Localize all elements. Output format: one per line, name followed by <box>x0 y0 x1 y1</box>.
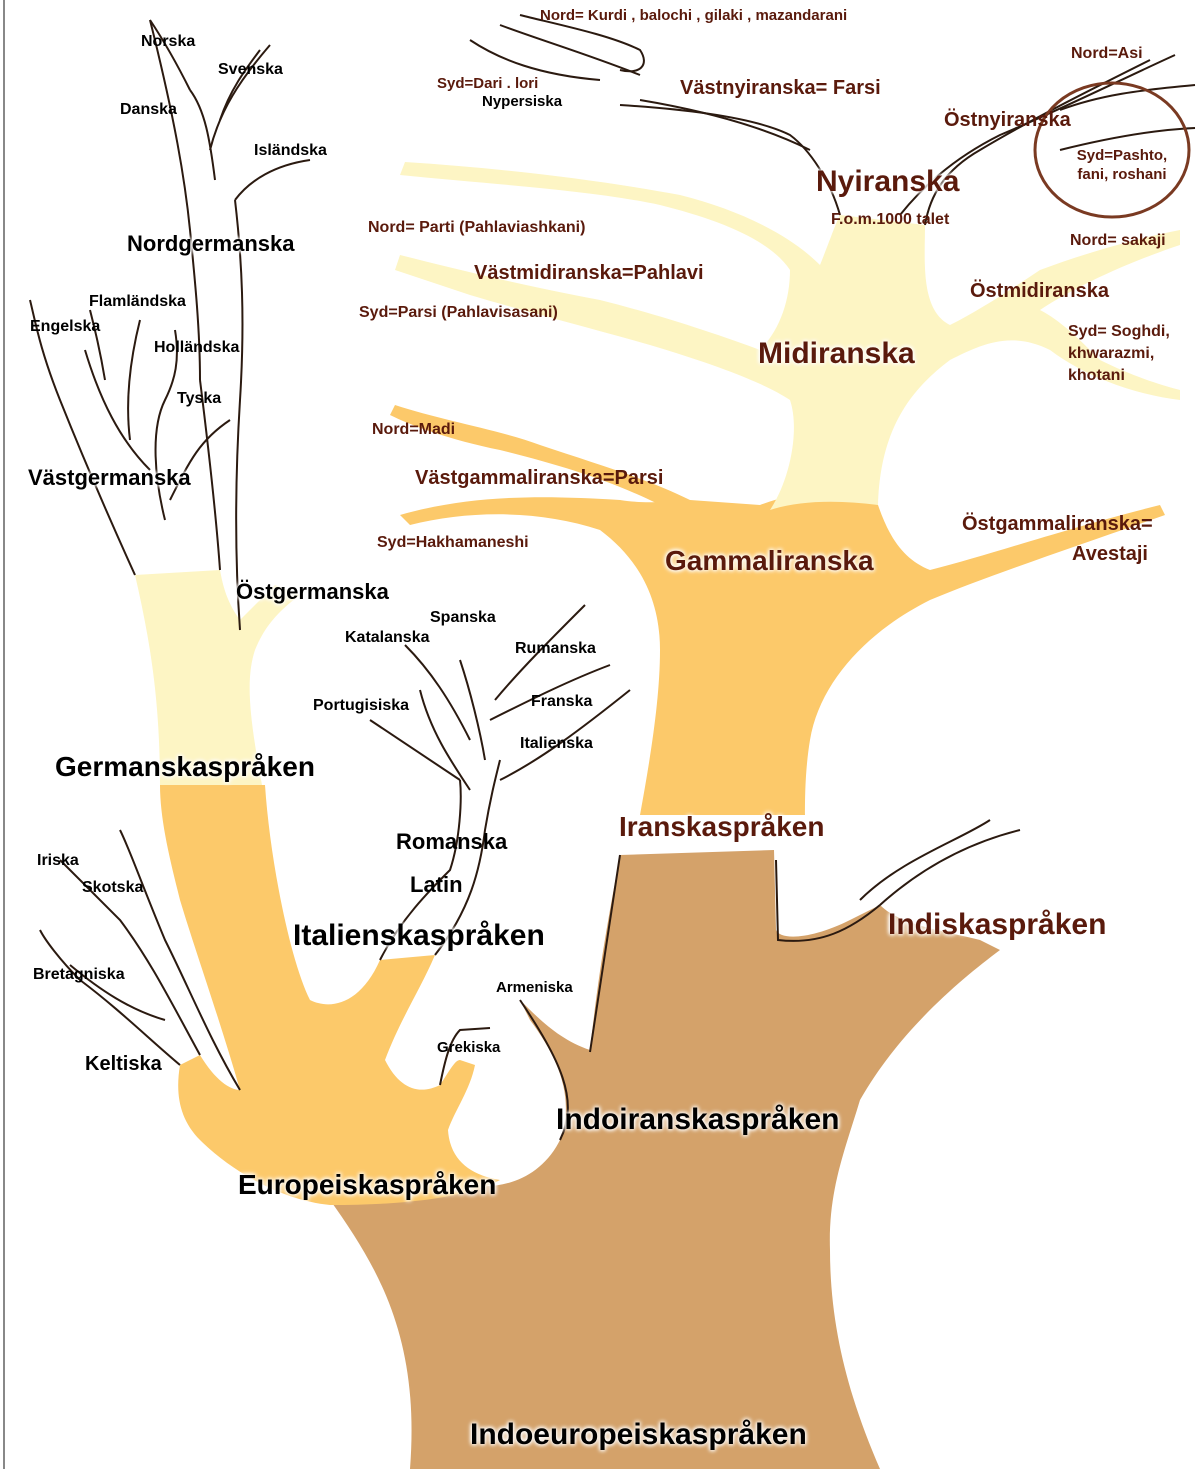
label-breton: Bretagniska <box>33 966 125 984</box>
label-south-pashto-1: Syd=Pashto, <box>1060 148 1184 165</box>
label-romanian: Rumanska <box>515 640 596 658</box>
label-scottish: Skotska <box>82 879 143 897</box>
label-east-old-iranian-2: Avestaji <box>1072 543 1148 565</box>
label-english: Engelska <box>30 318 100 336</box>
label-french: Franska <box>531 693 592 711</box>
label-old-iranian: Gammaliranska <box>665 546 874 577</box>
label-germanic: Germanskaspråken <box>55 752 315 783</box>
label-east-germanic: Östgermanska <box>236 580 389 604</box>
label-italian: Italienska <box>520 735 593 753</box>
label-south-soghdi-2: khwarazmi, <box>1068 345 1154 363</box>
label-north-sakaji: Nord= sakaji <box>1070 232 1166 250</box>
label-from-1000: F.o.m.1000 talet <box>831 211 949 229</box>
label-indoiranian: Indoiranskaspråken <box>556 1103 839 1136</box>
label-latin: Latin <box>410 873 463 897</box>
romance-branches <box>370 605 630 960</box>
label-south-pashto-2: fani, roshani <box>1060 167 1184 184</box>
label-north-kurdi: Nord= Kurdi , balochi , gilaki , mazanda… <box>540 8 847 25</box>
label-north-germanic: Nordgermanska <box>127 232 295 256</box>
label-iranian: Iranskaspråken <box>619 812 824 843</box>
branch-middle-iranian <box>395 162 1180 510</box>
label-west-new-iranian: Västnyiranska= Farsi <box>680 77 881 99</box>
label-indic: Indiskaspråken <box>888 908 1106 941</box>
label-indoeuropean: Indoeuropeiskaspråken <box>470 1418 807 1451</box>
label-danish: Danska <box>120 101 177 119</box>
label-north-madi: Nord=Madi <box>372 421 455 439</box>
label-spanish: Spanska <box>430 609 496 627</box>
label-south-hakhamaneshi: Syd=Hakhamaneshi <box>377 534 529 552</box>
label-new-iranian: Nyiranska <box>816 165 959 198</box>
label-norwegian: Norska <box>141 33 195 51</box>
label-celtic: Keltiska <box>85 1053 162 1075</box>
label-flemish: Flamländska <box>89 293 186 311</box>
label-irish: Iriska <box>37 852 79 870</box>
label-south-soghdi-1: Syd= Soghdi, <box>1068 323 1170 341</box>
label-south-dari: Syd=Dari . lori <box>437 76 538 93</box>
label-italic: Italienskaspråken <box>293 919 545 952</box>
label-west-middle-iranian: Västmidiranska=Pahlavi <box>474 262 704 284</box>
label-dutch: Holländska <box>154 339 239 357</box>
label-greek: Grekiska <box>437 1040 500 1057</box>
label-middle-iranian: Midiranska <box>758 337 915 370</box>
label-swedish: Svenska <box>218 61 283 79</box>
label-west-old-iranian: Västgammaliranska=Parsi <box>415 467 664 489</box>
label-west-germanic: Västgermanska <box>28 466 191 490</box>
label-east-old-iranian-1: Östgammaliranska= <box>962 513 1153 535</box>
label-icelandic: Isländska <box>254 142 327 160</box>
label-east-new-iranian: Östnyiranska <box>944 109 1071 131</box>
label-european: Europeiskaspråken <box>238 1170 496 1201</box>
label-armenian: Armeniska <box>496 980 573 997</box>
label-german: Tyska <box>177 390 221 408</box>
label-south-parsi: Syd=Parsi (Pahlavisasani) <box>359 304 558 322</box>
label-south-soghdi-3: khotani <box>1068 367 1125 385</box>
label-east-middle-iranian: Östmidiranska <box>970 280 1109 302</box>
label-portuguese: Portugisiska <box>313 697 409 715</box>
label-romance: Romanska <box>396 830 507 854</box>
label-new-persian: Nypersiska <box>482 94 562 111</box>
label-catalan: Katalanska <box>345 629 430 647</box>
label-north-parti: Nord= Parti (Pahlaviashkani) <box>368 219 585 237</box>
label-north-asi: Nord=Asi <box>1071 45 1143 63</box>
